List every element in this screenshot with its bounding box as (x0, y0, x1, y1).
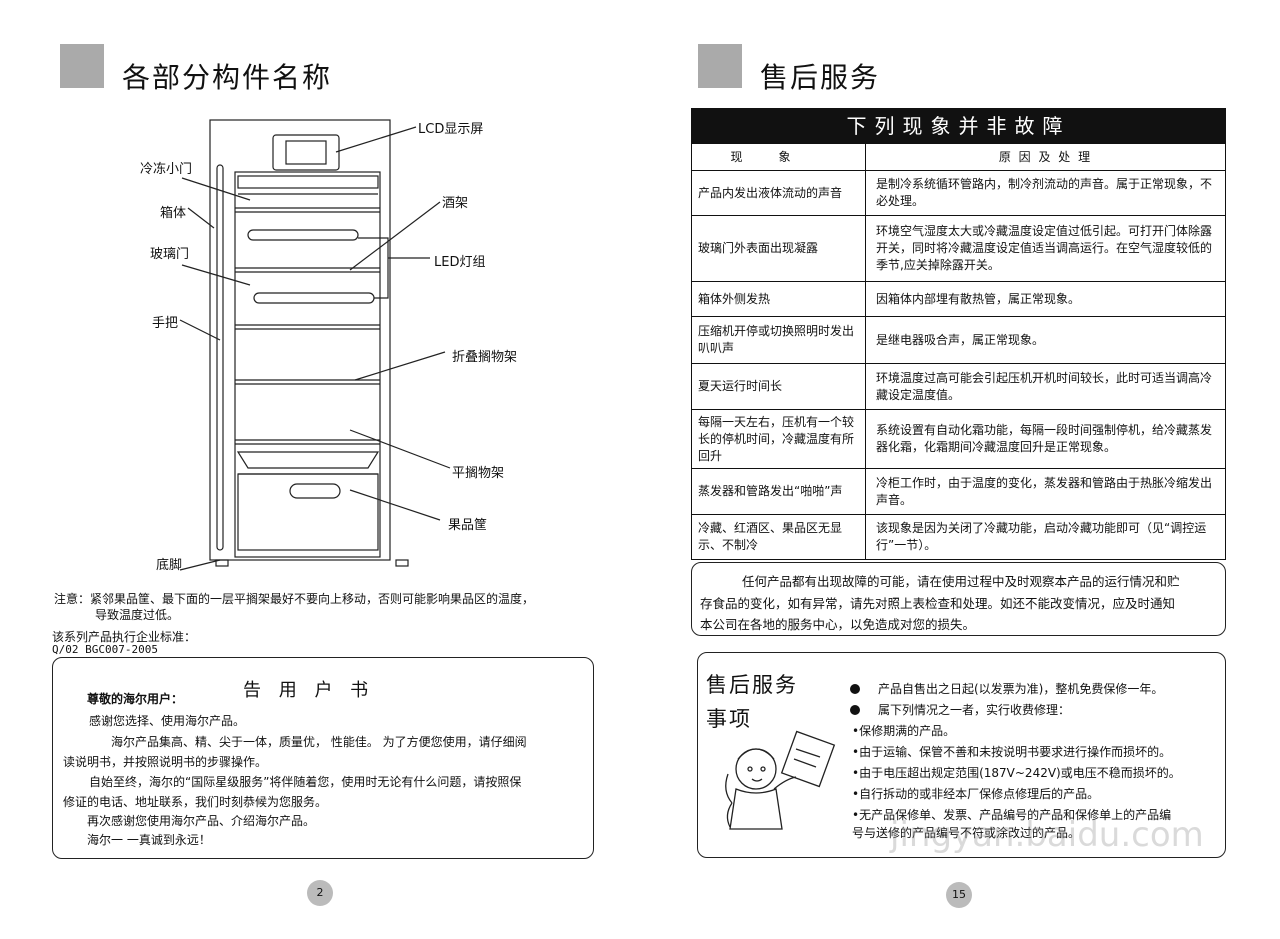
reason-cell: 系统设置有自动化霜功能，每隔一段时间强制停机，给冷藏蒸发器化霜，化霜期间冷藏温度… (876, 423, 1213, 454)
reason-cell: 因箱体内部埋有散热管，属正常现象。 (876, 291, 1081, 306)
symptom-cell: 每隔一天左右，压机有一个较长的停机时间，冷藏温度有所回升 (692, 410, 866, 468)
wine-cabinet-diagram (179, 119, 451, 571)
letter-p2b: 读说明书，并按照说明书的步骤操作。 (63, 755, 268, 769)
page-number-right: 15 (946, 882, 972, 908)
symptom-cell: 夏天运行时间长 (692, 364, 866, 409)
reason-cell: 该现象是因为关闭了冷藏功能，启动冷藏功能即可（见“调控运行”一节）。 (876, 521, 1207, 552)
symptom-cell: 压缩机开停或切换照明时发出叭叭声 (692, 317, 866, 363)
advice-line-3: 本公司在各地的服务中心，以免造成对您的损失。 (700, 617, 976, 632)
letter-greeting: 尊敬的海尔用户： (87, 692, 184, 706)
reason-cell: 环境空气湿度太大或冷藏温度设定值过低引起。可打开门体除露开关，同时将冷藏温度设定… (876, 224, 1213, 272)
letter-p3a: 自始至终，海尔的“国际星级服务”将伴随着您，使用时无论有什么问题，请按照保 (89, 775, 522, 789)
advice-line-1: 任何产品都有出现故障的可能，请在使用过程中及时观察本产品的运行情况和贮 (742, 574, 1180, 589)
page-title-right: 售后服务 (760, 61, 881, 94)
label-flat-shelf: 平搁物架 (452, 466, 505, 481)
label-led: LED灯组 (434, 255, 486, 270)
table-title: 下列现象并非故障 (692, 109, 1225, 143)
table-row: 箱体外侧发热 因箱体内部埋有散热管，属正常现象。 (692, 281, 1225, 316)
reason-cell: 环境温度过高可能会引起压机开机时间较长，此时可适当调高冷藏设定温度值。 (876, 370, 1213, 402)
label-folding-shelf: 折叠搁物架 (452, 350, 518, 365)
section-marker (60, 44, 104, 88)
paid-case-5a: •无产品保修单、发票、产品编号的产品和保修单上的产品编 (852, 808, 1172, 822)
service-item-1: 产品自售出之日起(以发票为准)，整机免费保修一年。 (878, 682, 1164, 696)
advice-box: 任何产品都有出现故障的可能，请在使用过程中及时观察本产品的运行情况和贮 存食品的… (691, 562, 1226, 636)
letter-p5: 海尔一 一真诚到永远！ (87, 833, 211, 847)
table-row: 产品内发出液体流动的声音 是制冷系统循环管路内，制冷剂流动的声音。属于正常现象，… (692, 170, 1225, 215)
symptom-cell: 蒸发器和管路发出“啪啪”声 (692, 469, 866, 514)
symptom-cell: 产品内发出液体流动的声音 (692, 171, 866, 215)
watermark-text: jingyan.baidu.com (890, 815, 1204, 855)
table-header-row: 现象 原 因 及 处 理 (692, 143, 1225, 170)
not-fault-table: 下列现象并非故障 现象 原 因 及 处 理 产品内发出液体流动的声音 是制冷系统… (691, 108, 1226, 560)
symptom-cell: 箱体外侧发热 (692, 282, 866, 316)
section-marker-right (698, 44, 742, 88)
label-fruit-basket: 果品筐 (448, 518, 488, 533)
paid-case-4: •自行拆动的或非经本厂保修点修理后的产品。 (852, 787, 1100, 801)
symptom-cell: 玻璃门外表面出现凝露 (692, 216, 866, 281)
table-row: 蒸发器和管路发出“啪啪”声 冷柜工作时，由于温度的变化，蒸发器和管路由于热胀冷缩… (692, 468, 1225, 514)
label-wine-rack: 酒架 (442, 196, 469, 211)
letter-p1: 感谢您选择、使用海尔产品。 (89, 714, 246, 728)
reason-cell: 冷柜工作时，由于温度的变化，蒸发器和管路由于热胀冷缩发出声音。 (876, 475, 1213, 507)
paid-case-2: •由于运输、保管不善和未按说明书要求进行操作而损坏的。 (852, 745, 1172, 759)
letter-p3b: 修证的电话、地址联系，我们时刻恭候为您服务。 (63, 795, 328, 809)
letter-p4: 再次感谢您使用海尔产品、介绍海尔产品。 (87, 814, 316, 828)
symptom-cell: 冷藏、红酒区、果品区无显示、不制冷 (692, 515, 866, 559)
page-number-left: 2 (307, 880, 333, 906)
standard-line-2: Q/02 BGC007-2005 (52, 643, 158, 656)
service-item-2: 属下列情况之一者，实行收费修理： (878, 703, 1071, 717)
table-row: 每隔一天左右，压机有一个较长的停机时间，冷藏温度有所回升 系统设置有自动化霜功能… (692, 409, 1225, 468)
bullet-dot-1 (850, 684, 860, 694)
service-box: 售后服务 事项 产品自售出之日起(以发票为准)，整机免费保修一年。 属下列情况之… (697, 652, 1226, 858)
label-lcd: LCD显示屏 (418, 122, 484, 137)
paid-case-3: •由于电压超出规定范围(187V~242V)或电压不稳而损坏的。 (852, 766, 1181, 780)
bullet-dot-2 (850, 705, 860, 715)
label-glass-door: 玻璃门 (150, 247, 190, 262)
table-row: 压缩机开停或切换照明时发出叭叭声 是继电器吸合声，属正常现象。 (692, 316, 1225, 363)
page-title: 各部分构件名称 (122, 61, 333, 94)
service-heading-2: 事项 (706, 707, 752, 731)
reason-cell: 是继电器吸合声，属正常现象。 (876, 332, 1045, 347)
standard-line-1: 该系列产品执行企业标准： (52, 630, 197, 644)
label-cabinet: 箱体 (160, 206, 187, 221)
paid-case-5b: 号与送修的产品编号不符或涂改过的产品。 (852, 826, 1081, 840)
note-line-2: 导致温度过低。 (95, 608, 180, 622)
label-freezer-door: 冷冻小门 (140, 162, 193, 177)
col-reason-header: 原 因 及 处 理 (998, 149, 1093, 164)
col-symptom-header: 现象 (730, 149, 827, 164)
label-handle: 手把 (152, 316, 179, 331)
service-heading-1: 售后服务 (706, 673, 798, 697)
table-row: 冷藏、红酒区、果品区无显示、不制冷 该现象是因为关闭了冷藏功能，启动冷藏功能即可… (692, 514, 1225, 559)
letter-p2a: 海尔产品集高、精、尖于一体，质量优， 性能佳。 为了方便您使用，请仔细阅 (111, 735, 527, 749)
paid-case-1: •保修期满的产品。 (852, 724, 956, 738)
letter-title: 告 用 户 书 (243, 680, 375, 701)
advice-line-2: 存食品的变化，如有异常，请先对照上表检查和处理。如还不能改变情况，应及时通知 (700, 596, 1176, 611)
user-letter-box: 告 用 户 书 尊敬的海尔用户： 感谢您选择、使用海尔产品。 海尔产品集高、精、… (52, 657, 594, 859)
note-line-1: 注意：紧邻果品筐、最下面的一层平搁架最好不要向上移动，否则可能影响果品区的温度， (54, 592, 535, 606)
service-person-illustration (725, 730, 836, 830)
reason-cell: 是制冷系统循环管路内，制冷剂流动的声音。属于正常现象，不必处理。 (876, 177, 1213, 208)
table-row: 夏天运行时间长 环境温度过高可能会引起压机开机时间较长，此时可适当调高冷藏设定温… (692, 363, 1225, 409)
table-row: 玻璃门外表面出现凝露 环境空气湿度太大或冷藏温度设定值过低引起。可打开门体除露开… (692, 215, 1225, 281)
label-foot: 底脚 (156, 558, 183, 573)
